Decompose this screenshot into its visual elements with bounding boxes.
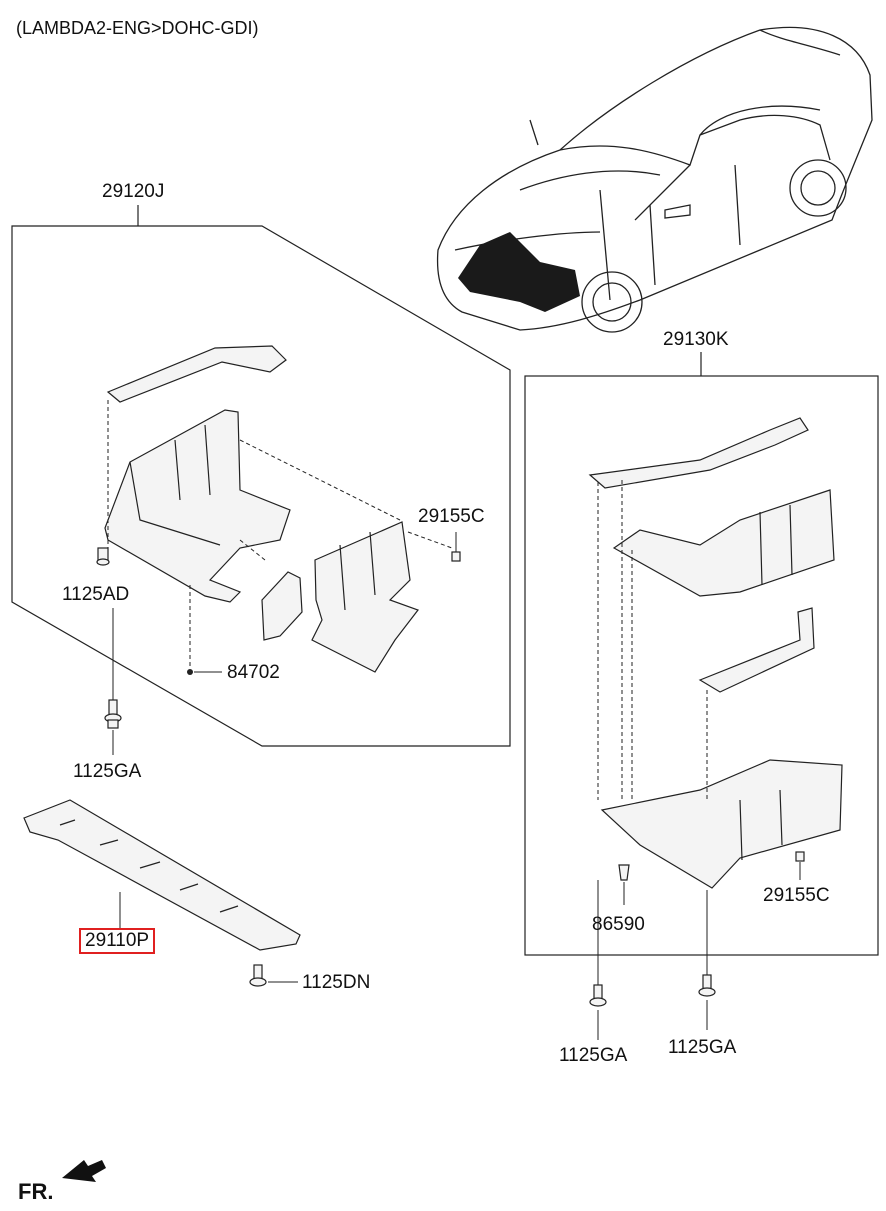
front-direction-arrow-icon <box>62 1160 106 1182</box>
callout-1125DN[interactable]: 1125DN <box>302 972 371 993</box>
clip-29155C-upper-icon <box>451 551 461 562</box>
engine-header: (LAMBDA2-ENG>DOHC-GDI) <box>16 18 259 38</box>
front-direction-label: FR. <box>18 1179 54 1204</box>
rear-undercover-lower <box>600 759 843 889</box>
clip-29155C-lower-icon <box>795 851 805 862</box>
rear-bracket-upper <box>588 417 809 489</box>
callout-29120J[interactable]: 29120J <box>102 181 165 202</box>
rear-undercover-upper <box>612 489 835 597</box>
clip-86590-icon <box>618 864 630 881</box>
leader-lines-29120J-solid <box>112 532 457 755</box>
bolt-1125DN-icon <box>249 964 267 987</box>
vehicle-illustration <box>436 26 873 333</box>
leader-lines-29130K-solid <box>597 862 801 1040</box>
fastener-84702-icon <box>187 669 193 675</box>
front-undercover-right <box>311 521 419 673</box>
callout-29155C-lower[interactable]: 29155C <box>763 885 830 906</box>
front-undercover-left <box>104 409 291 603</box>
bolt-1125GA-left-icon <box>104 699 122 729</box>
leader-lines-29120J <box>107 400 453 668</box>
vehicle-undercover-highlight <box>458 232 580 312</box>
rear-bracket-lower <box>698 607 815 693</box>
bolt-1125GA-right-icon <box>698 974 716 997</box>
front-undercover-side-panel <box>261 571 303 641</box>
callout-29130K[interactable]: 29130K <box>663 329 729 350</box>
bolt-1125AD-icon <box>96 547 110 566</box>
callout-1125AD[interactable]: 1125AD <box>62 584 130 605</box>
front-bracket-upper <box>106 345 287 403</box>
callout-1125GA-left[interactable]: 1125GA <box>73 761 142 782</box>
callout-86590[interactable]: 86590 <box>592 914 645 935</box>
callout-84702[interactable]: 84702 <box>227 662 280 683</box>
undercover-panel-29110P <box>23 799 301 951</box>
callout-29110P-highlighted[interactable]: 29110P <box>79 928 156 954</box>
callout-1125GA-mid[interactable]: 1125GA <box>559 1045 628 1066</box>
callout-29155C-upper[interactable]: 29155C <box>418 506 485 527</box>
group-29120J-outline <box>11 225 511 747</box>
leader-lines-29130K <box>597 480 708 800</box>
callout-1125GA-right[interactable]: 1125GA <box>668 1037 737 1058</box>
bolt-1125GA-mid-icon <box>589 984 607 1007</box>
